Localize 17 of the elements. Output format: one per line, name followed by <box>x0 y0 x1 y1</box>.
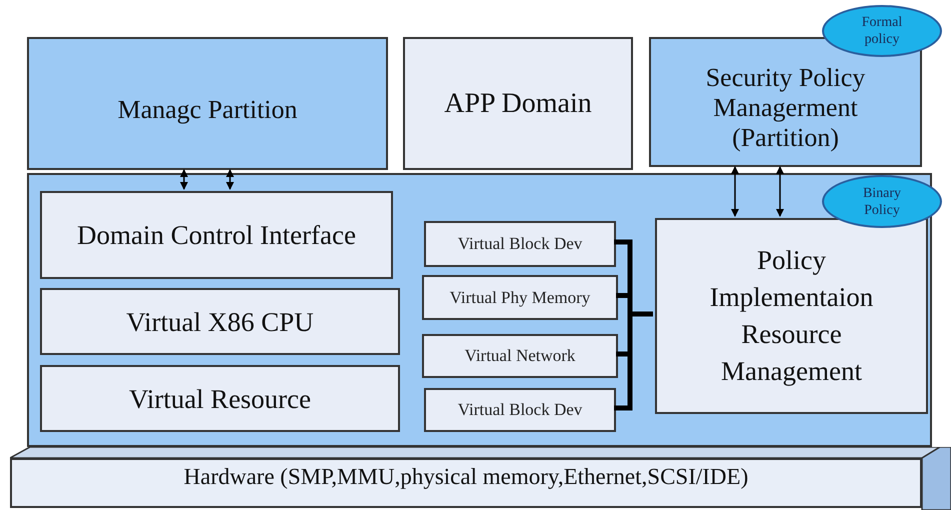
hardware-slab: Hardware (SMP,MMU,physical memory,Ethernet,SCSI/IDE) <box>10 458 922 508</box>
device-box: Virtual Block Dev <box>424 221 616 267</box>
policy-ellipse: Formal policy <box>822 5 942 57</box>
policy-box: Policy Implementaion Resource Management <box>655 218 928 414</box>
domain-box: APP Domain <box>403 37 633 170</box>
double-arrow <box>776 166 784 217</box>
module-box: Virtual X86 CPU <box>40 288 400 355</box>
module-box: Domain Control Interface <box>40 191 393 279</box>
double-arrow <box>731 166 739 217</box>
device-box: Virtual Phy Memory <box>422 275 618 320</box>
module-box: Virtual Resource <box>40 365 400 432</box>
hypervisor-panel <box>27 173 932 447</box>
double-arrow <box>180 169 188 190</box>
partition-box: Managc Partition <box>27 37 388 170</box>
device-box: Virtual Block Dev <box>424 388 616 432</box>
device-box: Virtual Network <box>422 334 618 378</box>
double-arrow <box>226 169 234 190</box>
